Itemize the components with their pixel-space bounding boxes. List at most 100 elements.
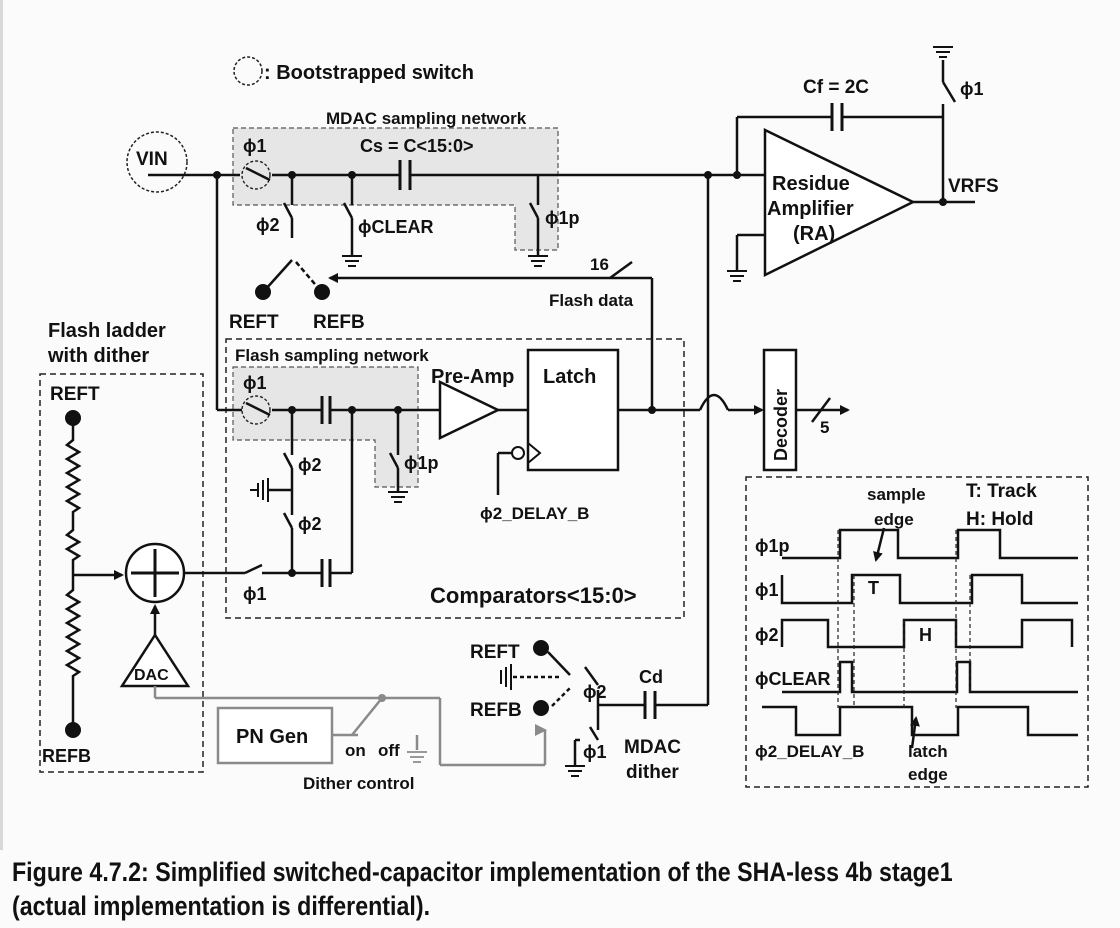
dac-block: DAC — [119, 632, 191, 688]
sum-node — [733, 171, 741, 179]
pn-gen-label: PN Gen — [236, 726, 308, 748]
phi2-delay-b-label: ϕ2_DELAY_B — [480, 504, 589, 523]
timing-phi1-label: ϕ1 — [755, 580, 779, 600]
flash-node-d — [288, 569, 296, 577]
preamp-label: Pre-Amp — [431, 366, 514, 388]
ra-line3: (RA) — [793, 223, 835, 245]
flash-sampling-region — [232, 366, 419, 488]
mdac-switches — [282, 202, 540, 219]
mdac-dither-label-2: dither — [626, 762, 679, 783]
mdac-dither-label-1: MDAC — [624, 737, 681, 758]
dither-switch-wires — [513, 651, 645, 765]
flash-switches — [244, 452, 400, 575]
cf-label: Cf = 2C — [803, 77, 869, 98]
refb-node — [314, 284, 330, 300]
bus5-label: 5 — [820, 418, 829, 437]
residue-amplifier: Residue Amplifier (RA) — [763, 128, 916, 278]
timing-diagram: T: Track H: Hold sample edge latch edge … — [755, 481, 1078, 784]
track-mark: T — [868, 578, 879, 598]
circuit-diagram: : Bootstrapped switch MDAC sampling netw… — [39, 46, 1089, 793]
latch-edge-label-1: latch — [908, 742, 948, 761]
vin-circle — [126, 131, 188, 193]
flash-ground-icons — [250, 478, 408, 503]
dither-ground-icons — [500, 664, 585, 777]
mdac-node-a — [288, 171, 296, 179]
ra-line1: Residue — [772, 173, 850, 195]
page-edge — [0, 0, 3, 850]
phi1-reset-label: ϕ1 — [960, 79, 984, 99]
cd-label: Cd — [639, 667, 663, 687]
ground-icons — [342, 46, 953, 282]
phi2-delay-b-waveform — [762, 705, 1078, 737]
timing-phi2-delay-b-label: ϕ2_DELAY_B — [755, 742, 864, 761]
phi1-dither-flash-label: ϕ1 — [243, 584, 267, 604]
phi-clear-label: ϕCLEAR — [358, 217, 434, 237]
pn-gen-block — [216, 706, 334, 765]
phi2-mdac-label: ϕ2 — [256, 215, 280, 235]
phi2-waveform — [780, 618, 1074, 649]
ra-line2: Amplifier — [767, 198, 854, 220]
decoder-block: Decoder — [762, 348, 798, 472]
dither-reft-label: REFT — [470, 642, 520, 663]
vin-node — [213, 171, 221, 179]
dither-ground-icon — [407, 751, 427, 763]
hold-mark: H — [919, 625, 932, 645]
caption-line-1: Figure 4.7.2: Simplified switched-capaci… — [12, 857, 953, 887]
preamp-block — [438, 380, 501, 440]
sample-edge-label-1: sample — [867, 485, 926, 504]
bus5-slash — [811, 397, 831, 423]
flash-wires — [217, 175, 764, 707]
flash-node-b — [348, 406, 356, 414]
dither-reft-node — [533, 640, 549, 656]
adder — [124, 542, 186, 604]
flash-node-a — [288, 406, 296, 414]
timing-phi-clear-label: ϕCLEAR — [755, 669, 831, 689]
cd-capacitor — [643, 691, 657, 719]
mdac-node-b — [348, 171, 356, 179]
latch-block — [511, 348, 620, 472]
flash-node-c — [394, 406, 402, 414]
bus16-label: 16 — [590, 255, 609, 274]
refb-mdac-label: REFB — [313, 312, 365, 333]
vrfs-node — [939, 198, 947, 206]
flash-ladder-label-2: with dither — [47, 345, 149, 367]
ladder-resistors — [64, 418, 124, 730]
cf-capacitor — [830, 103, 844, 131]
timing-legend-hold: H: Hold — [966, 509, 1034, 530]
dither-control-label: Dither control — [303, 774, 414, 793]
phi2-flash-label-a: ϕ2 — [298, 455, 322, 475]
dither-refb-label: REFB — [470, 700, 522, 721]
timing-legend-track: T: Track — [966, 481, 1037, 502]
decoder-label: Decoder — [771, 389, 791, 461]
mdac-bootstrap-switch: ϕ1 — [241, 136, 271, 190]
bootstrap-legend-icon — [233, 56, 263, 86]
sample-edge-label-2: edge — [874, 510, 914, 529]
caption-line-2: (actual implementation is differential). — [12, 891, 431, 921]
mdac-sampling-title: MDAC sampling network — [326, 109, 527, 128]
flash-data-label: Flash data — [549, 291, 634, 310]
vin-label: VIN — [136, 149, 168, 170]
dither-node — [378, 694, 386, 702]
mdac-wires — [148, 60, 975, 410]
phi1-dither-label: ϕ1 — [583, 742, 607, 762]
flash-bootstrap-switch: ϕ1 — [241, 373, 271, 425]
dac-label: DAC — [134, 667, 169, 684]
ladder-reft-label: REFT — [50, 384, 100, 405]
phi1-mdac-label: ϕ1 — [243, 136, 267, 156]
latch-label: Latch — [543, 366, 596, 388]
flash-ladder-label-1: Flash ladder — [48, 320, 166, 342]
reft-mdac-label: REFT — [229, 312, 279, 333]
comparators-label: Comparators<15:0> — [430, 583, 637, 608]
comparators-box — [225, 338, 685, 619]
timing-phi2-label: ϕ2 — [755, 625, 779, 645]
figure-caption: Figure 4.7.2: Simplified switched-capaci… — [12, 855, 958, 923]
bootstrap-legend-text: : Bootstrapped switch — [264, 62, 474, 84]
dither-on-label: on — [345, 741, 366, 760]
cs-capacitor — [398, 160, 412, 190]
flash-capacitors — [320, 396, 332, 587]
reft-node — [255, 284, 271, 300]
phi1p-waveform — [782, 528, 1078, 560]
latch-edge-label-2: edge — [908, 765, 948, 784]
ladder-refb-label: REFB — [42, 746, 91, 766]
dither-off-label: off — [378, 741, 400, 760]
